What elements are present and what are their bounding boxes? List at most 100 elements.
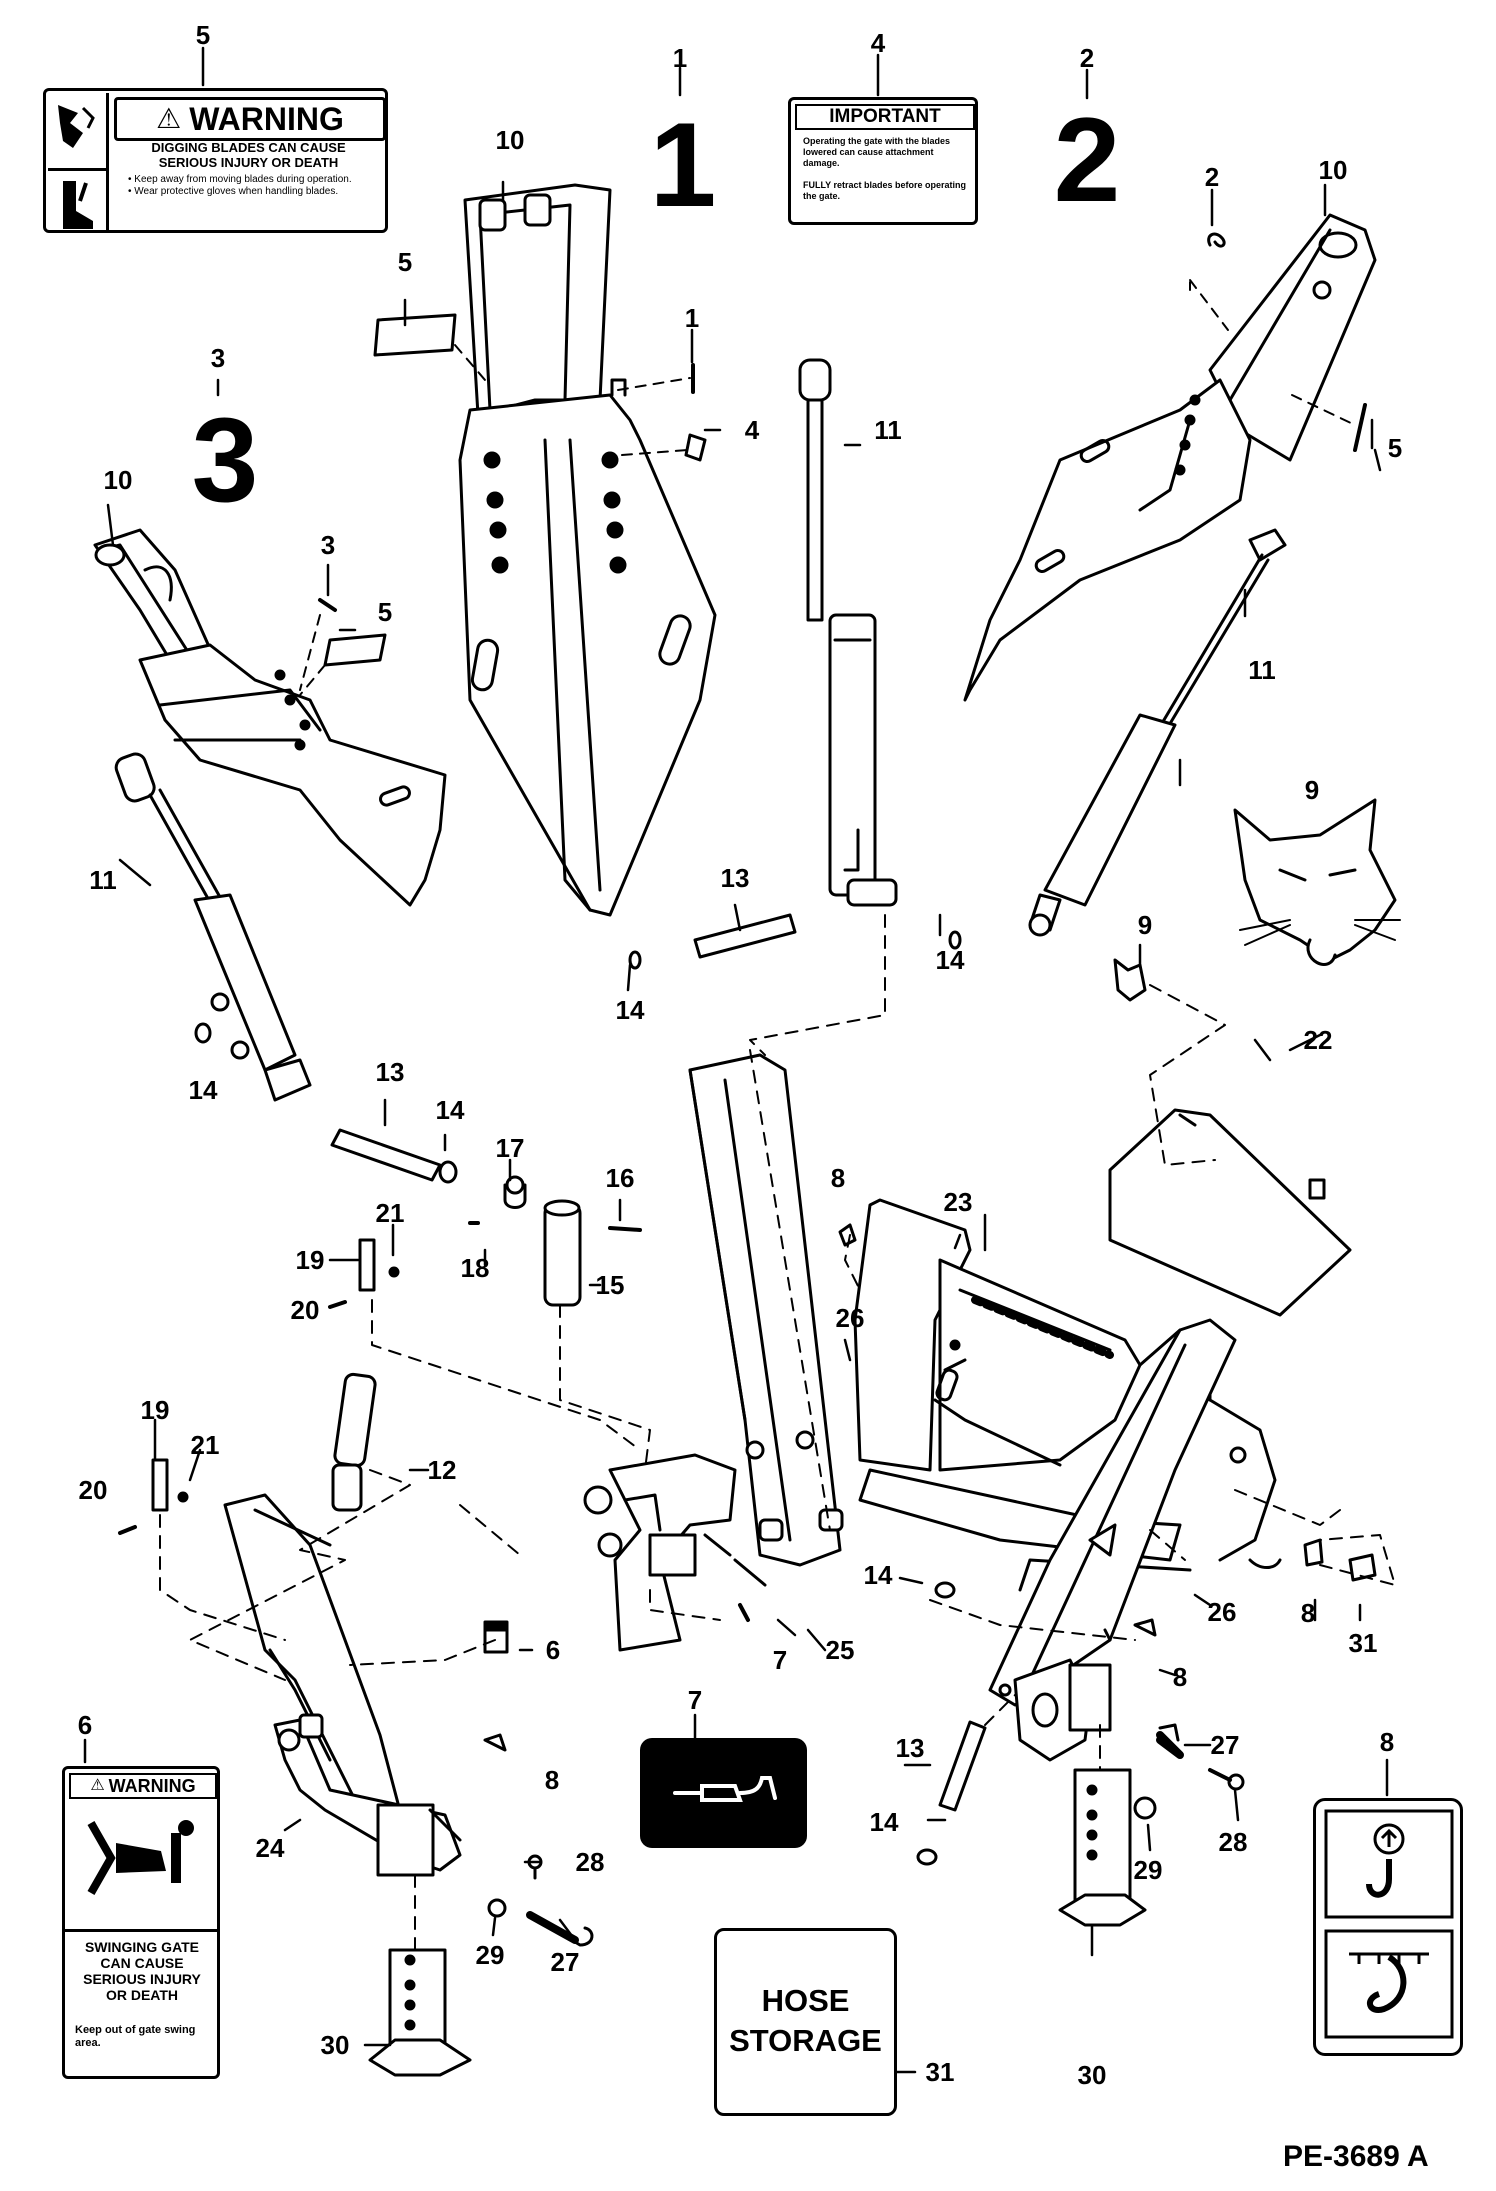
callout-19: 19: [140, 1395, 170, 1425]
hose-coupler-icon: [673, 1776, 777, 1802]
callout-24: 24: [255, 1833, 285, 1863]
callout-14: 14: [188, 1075, 218, 1105]
callout-5: 5: [377, 597, 393, 627]
decal-31-line2: STORAGE: [729, 2023, 882, 2058]
hose-decal-7: [640, 1738, 807, 1848]
callout-8: 8: [830, 1163, 846, 1193]
warning-decal-6: ⚠ WARNING SWINGING GATE CAN CAUSE SERIOU…: [62, 1766, 220, 2079]
boot-blade-icon: [63, 181, 93, 229]
callout-27: 27: [1210, 1730, 1240, 1760]
callout-25: 25: [825, 1635, 855, 1665]
drawing-code: PE-3689 A: [1283, 2140, 1429, 2173]
callout-5: 5: [397, 247, 413, 277]
callout-26: 26: [1207, 1597, 1237, 1627]
callout-17: 17: [495, 1133, 525, 1163]
callout-8: 8: [1172, 1662, 1188, 1692]
logo-9-large: [1233, 798, 1401, 966]
decal-5-title: WARNING: [189, 100, 344, 137]
arm-23: [988, 1318, 1237, 1762]
callout-27: 27: [550, 1947, 580, 1977]
decal-4-title: IMPORTANT: [795, 104, 975, 130]
pin-19-upper: [328, 1238, 400, 1309]
callout-22: 22: [1303, 1025, 1333, 1055]
assembly-number-2: 2: [1053, 93, 1121, 227]
decal-6-title-bar: ⚠ WARNING: [69, 1773, 217, 1799]
callout-12: 12: [427, 1455, 457, 1485]
decal-5-title-bar: ⚠ WARNING: [114, 97, 386, 141]
callout-31: 31: [1348, 1628, 1378, 1658]
pin-12: [331, 1372, 377, 1512]
callout-14: 14: [615, 995, 645, 1025]
callout-11: 11: [89, 865, 117, 895]
callout-30: 30: [320, 2030, 350, 2060]
callout-2: 2: [1204, 162, 1220, 192]
decal-5-pictogram-panel: [48, 93, 109, 230]
callout-18: 18: [460, 1253, 490, 1283]
callout-21: 21: [375, 1198, 405, 1228]
callout-26: 26: [835, 1303, 865, 1333]
callout-11: 11: [874, 415, 902, 445]
decal-6-body: Keep out of gate swing area.: [75, 2024, 196, 2049]
decal-4-para1: Operating the gate with the blades lower…: [803, 136, 951, 168]
callout-10: 10: [103, 465, 133, 495]
callout-3: 3: [320, 530, 336, 560]
pins-13-and-clips-14: [194, 913, 987, 1866]
pin-15-group: [468, 1175, 642, 1307]
warning-triangle-icon: ⚠: [156, 103, 182, 134]
assembly-lines: [159, 914, 1396, 1951]
callout-4: 4: [744, 415, 760, 445]
callout-20: 20: [290, 1295, 320, 1325]
callout-7: 7: [772, 1645, 788, 1675]
callout-14: 14: [869, 1807, 899, 1837]
callout-1: 1: [684, 303, 700, 333]
callout-11: 11: [1248, 655, 1276, 685]
callout-15: 15: [595, 1270, 625, 1300]
callout-14: 14: [435, 1095, 465, 1125]
hose-storage-decal-31: HOSE STORAGE: [714, 1928, 897, 2116]
callout-13: 13: [720, 863, 750, 893]
callout-13: 13: [895, 1733, 925, 1763]
callout-21: 21: [190, 1430, 220, 1460]
callout-8: 8: [544, 1765, 560, 1795]
hand-blade-icon: [58, 105, 95, 148]
center-hinge-post: [583, 1453, 767, 1652]
stand-30-right: [1058, 1768, 1147, 1927]
callout-29: 29: [475, 1940, 505, 1970]
callout-19: 19: [295, 1245, 325, 1275]
callout-7: 7: [687, 1685, 703, 1715]
callout-3: 3: [210, 343, 226, 373]
callout-30: 30: [1077, 2060, 1107, 2090]
decal-4-para2: FULLY retract blades before operating th…: [803, 180, 967, 201]
callout-4: 4: [870, 28, 886, 58]
callout-9: 9: [1137, 910, 1153, 940]
leader-lines: [83, 46, 1389, 2074]
crush-hazard-icon: [87, 1820, 194, 1895]
tie-down-icon: [1324, 1929, 1454, 2039]
lift-hook-icon: [1324, 1809, 1454, 1919]
callout-8: 8: [1379, 1727, 1395, 1757]
warning-decal-5: ⚠ WARNING DIGGING BLADES CAN CAUSE SERIO…: [43, 88, 388, 233]
callout-28: 28: [1218, 1827, 1248, 1857]
important-decal-4: IMPORTANT Operating the gate with the bl…: [788, 97, 978, 225]
assembly-number-3: 3: [191, 393, 259, 527]
gate-24: [223, 1493, 462, 1877]
callout-14: 14: [935, 945, 965, 975]
decal-31-line1: HOSE: [761, 1983, 850, 2018]
callout-6: 6: [545, 1635, 561, 1665]
callout-5: 5: [1387, 433, 1403, 463]
decal-5-headline: DIGGING BLADES CAN CAUSE SERIOUS INJURY …: [151, 140, 346, 170]
callout-29: 29: [1133, 1855, 1163, 1885]
warning-triangle-icon: ⚠: [90, 1777, 105, 1794]
blade-1-drawing: [373, 183, 717, 917]
callout-10: 10: [495, 125, 525, 155]
cylinder-11-center: [798, 358, 898, 907]
assembly-number-1: 1: [649, 98, 717, 232]
callout-28: 28: [575, 1847, 605, 1877]
callout-14: 14: [863, 1560, 893, 1590]
pins-27-28-29: [487, 1723, 1245, 1947]
callout-1: 1: [672, 43, 688, 73]
decal-6-title: WARNING: [108, 1775, 196, 1796]
blade-2-drawing: [963, 213, 1377, 702]
